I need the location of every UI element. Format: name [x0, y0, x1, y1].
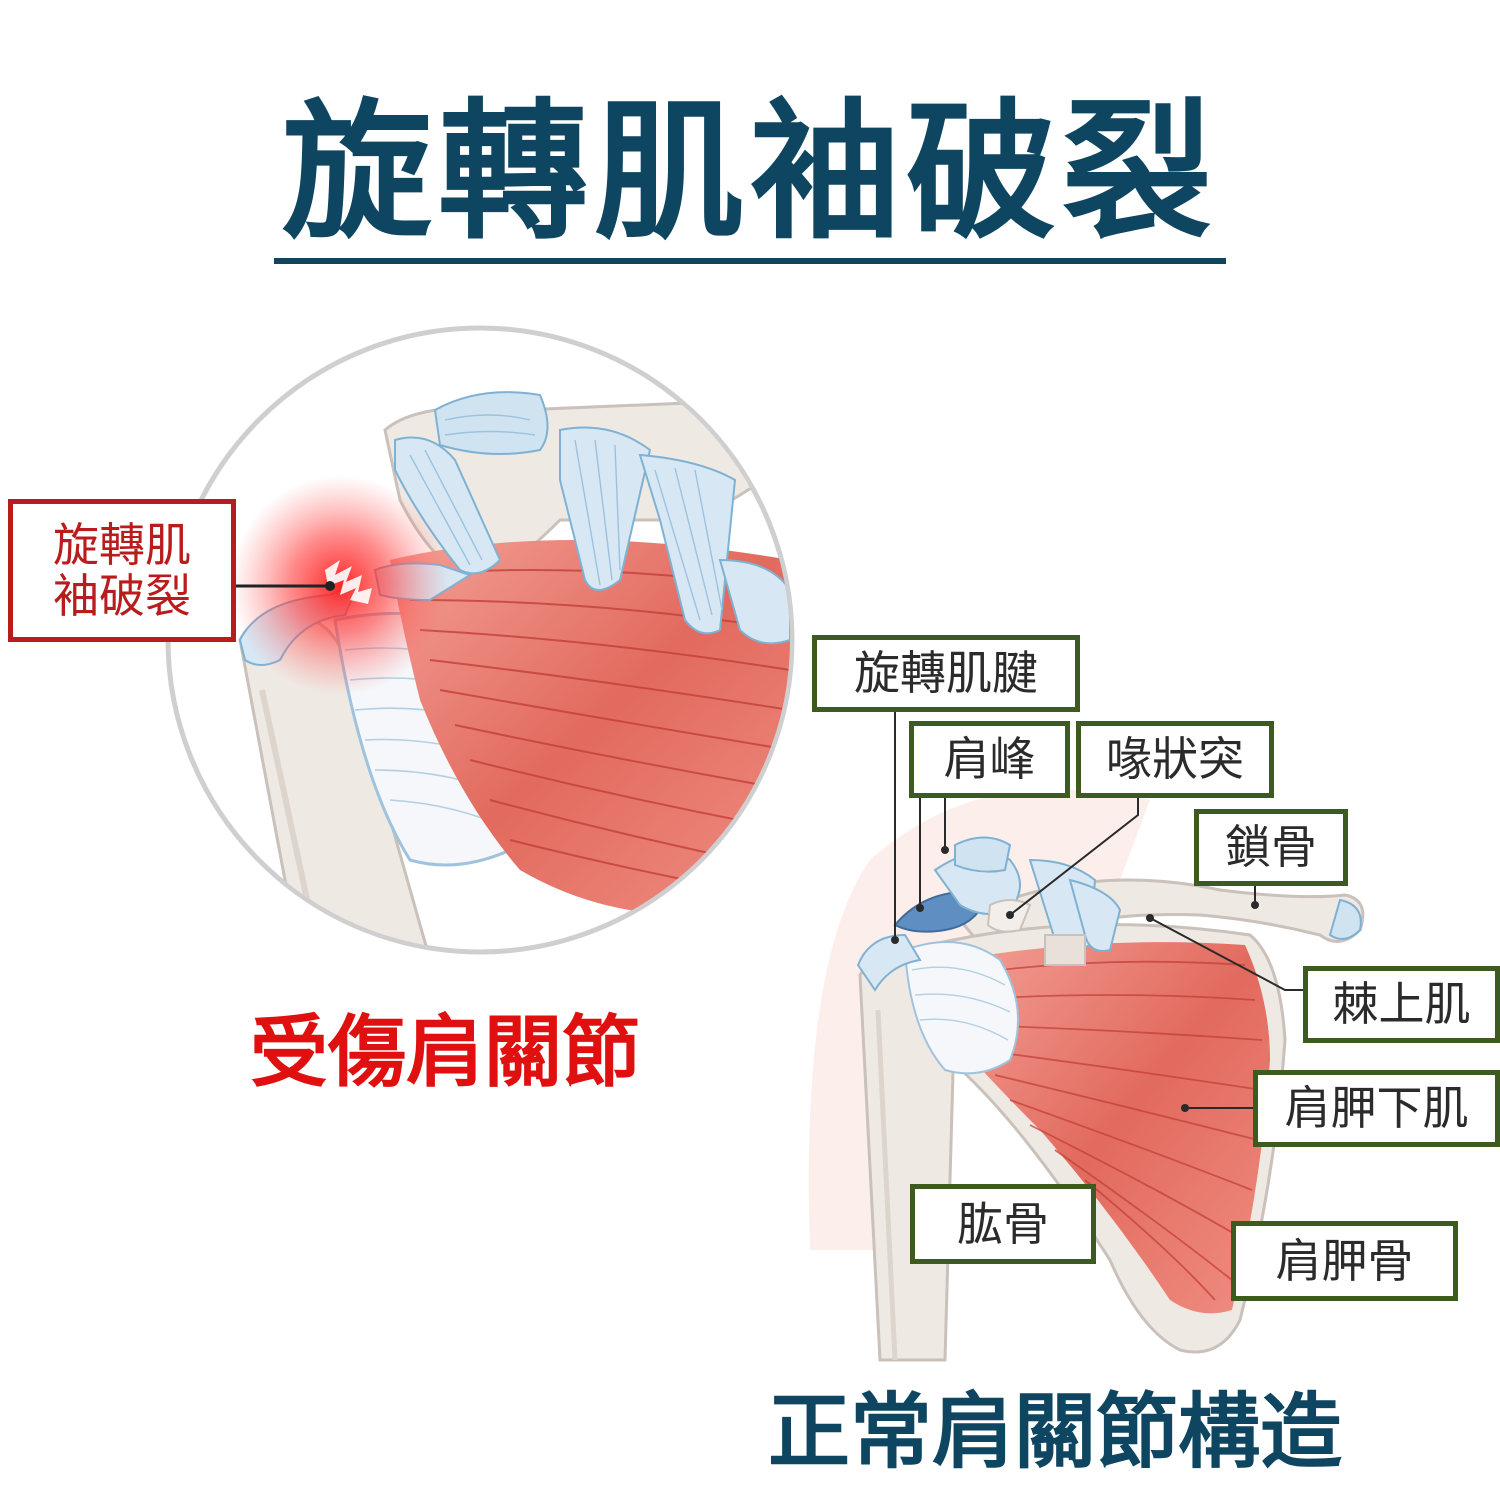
humerus-label: 肱骨	[910, 1184, 1096, 1264]
coracoid-label: 喙狀突	[1076, 721, 1274, 798]
title-underline	[274, 258, 1226, 264]
injured-shoulder-illustration	[165, 325, 795, 955]
rotator-cuff-tear-label: 旋轉肌 袖破裂	[8, 499, 236, 642]
injured-shoulder-caption: 受傷肩關節	[249, 1008, 640, 1098]
clavicle-label: 鎖骨	[1194, 809, 1348, 886]
rotator-tendon-label: 旋轉肌腱	[812, 635, 1080, 712]
page-title: 旋轉肌袖破裂	[281, 86, 1218, 260]
acromion-label: 肩峰	[909, 721, 1070, 798]
normal-shoulder-illustration	[808, 712, 1365, 1362]
leader-lines	[894, 712, 1305, 1109]
scapula-label: 肩胛骨	[1231, 1221, 1458, 1301]
subscapularis-label: 肩胛下肌	[1253, 1070, 1500, 1147]
normal-shoulder-caption: 正常肩關節構造	[767, 1385, 1342, 1480]
supraspinatus-label: 棘上肌	[1303, 966, 1500, 1043]
ligament-bands	[394, 391, 790, 645]
tear-label-line-2: 袖破裂	[53, 568, 191, 623]
tear-label-line-1: 旋轉肌	[53, 517, 191, 572]
